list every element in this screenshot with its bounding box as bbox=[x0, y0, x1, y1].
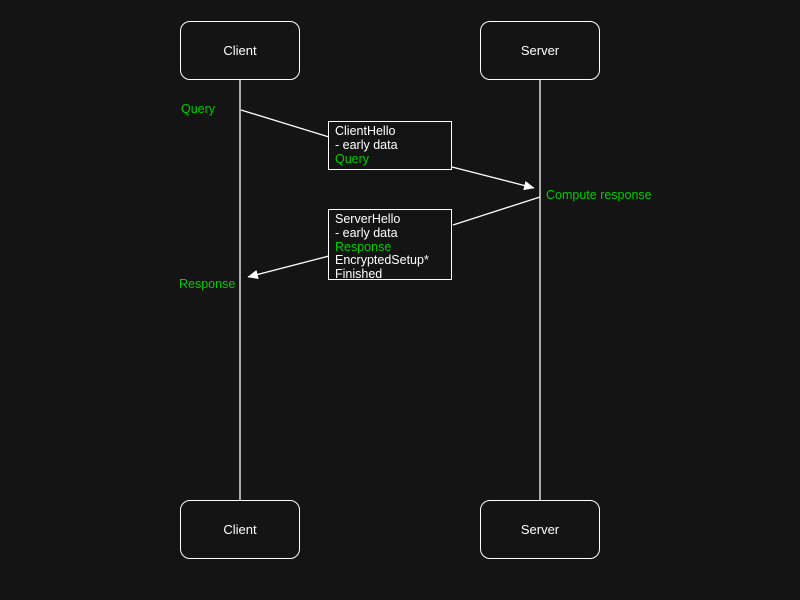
message-box-serverhello: ServerHello - early data Response Encryp… bbox=[328, 209, 452, 282]
message-line: ClientHello bbox=[335, 124, 396, 138]
message-line-response: Response bbox=[335, 239, 392, 254]
message-line: - early data bbox=[335, 225, 398, 240]
node-server-bottom: Server bbox=[480, 500, 600, 559]
edge-label-query: Query bbox=[181, 102, 216, 116]
message-line-query: Query bbox=[335, 151, 370, 166]
message-line: - early data bbox=[335, 137, 398, 152]
node-label: Client bbox=[223, 43, 257, 58]
message-box-clienthello: ClientHello - early data Query bbox=[328, 121, 452, 170]
message-line: EncryptedSetup* bbox=[335, 253, 429, 268]
edge-serverhello-box-to-client bbox=[247, 255, 330, 280]
message-line: Finished bbox=[335, 267, 383, 282]
node-client-bottom: Client bbox=[180, 500, 300, 559]
node-label: Server bbox=[520, 522, 560, 537]
edge-clienthello-box-to-server bbox=[451, 166, 535, 191]
node-label: Server bbox=[520, 43, 560, 58]
edge-server-to-serverhello-box bbox=[452, 196, 541, 226]
node-server-top: Server bbox=[480, 21, 600, 80]
edge-label-compute-response: Compute response bbox=[546, 188, 652, 202]
edge-label-response: Response bbox=[179, 277, 236, 291]
node-client-top: Client bbox=[180, 21, 300, 80]
edge-query-to-clienthello-box bbox=[240, 109, 330, 138]
message-line: ServerHello bbox=[335, 212, 401, 226]
node-label: Client bbox=[223, 522, 257, 537]
